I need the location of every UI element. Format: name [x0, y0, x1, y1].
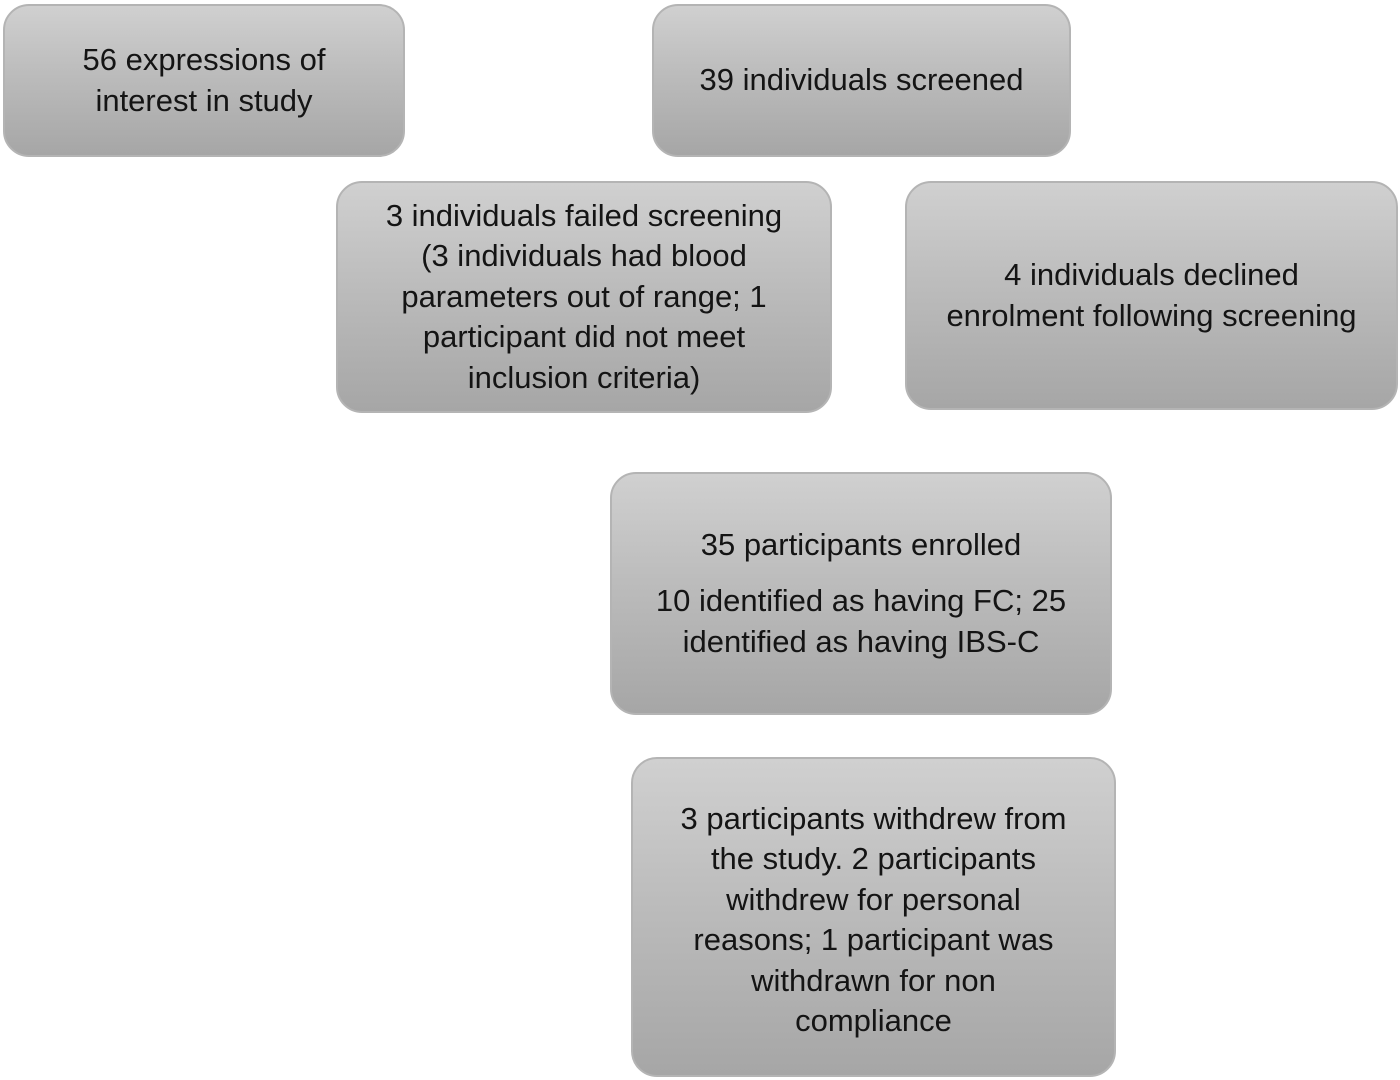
node-participants-withdrew-text: 3 participants withdrew from the study. …	[680, 800, 1067, 1039]
node-individuals-screened: 39 individuals screened	[652, 4, 1071, 157]
node-participants-enrolled-headline: 35 participants enrolled	[700, 526, 1022, 562]
node-expressions-of-interest: 56 expressions of interest in study	[3, 4, 405, 157]
node-participants-withdrew: 3 participants withdrew from the study. …	[631, 757, 1116, 1077]
node-participants-enrolled: 35 participants enrolled 10 identified a…	[610, 472, 1112, 715]
node-individuals-screened-text: 39 individuals screened	[699, 62, 1024, 98]
node-declined-enrolment-text: 4 individuals declined enrolment followi…	[946, 257, 1357, 333]
node-expressions-of-interest-text: 56 expressions of interest in study	[82, 42, 326, 118]
node-failed-screening: 3 individuals failed screening (3 indivi…	[336, 181, 832, 413]
node-failed-screening-text: 3 individuals failed screening (3 indivi…	[385, 197, 783, 395]
node-participants-enrolled-detail: 10 identified as having FC; 25 identifie…	[655, 583, 1067, 659]
node-declined-enrolment: 4 individuals declined enrolment followi…	[905, 181, 1398, 410]
